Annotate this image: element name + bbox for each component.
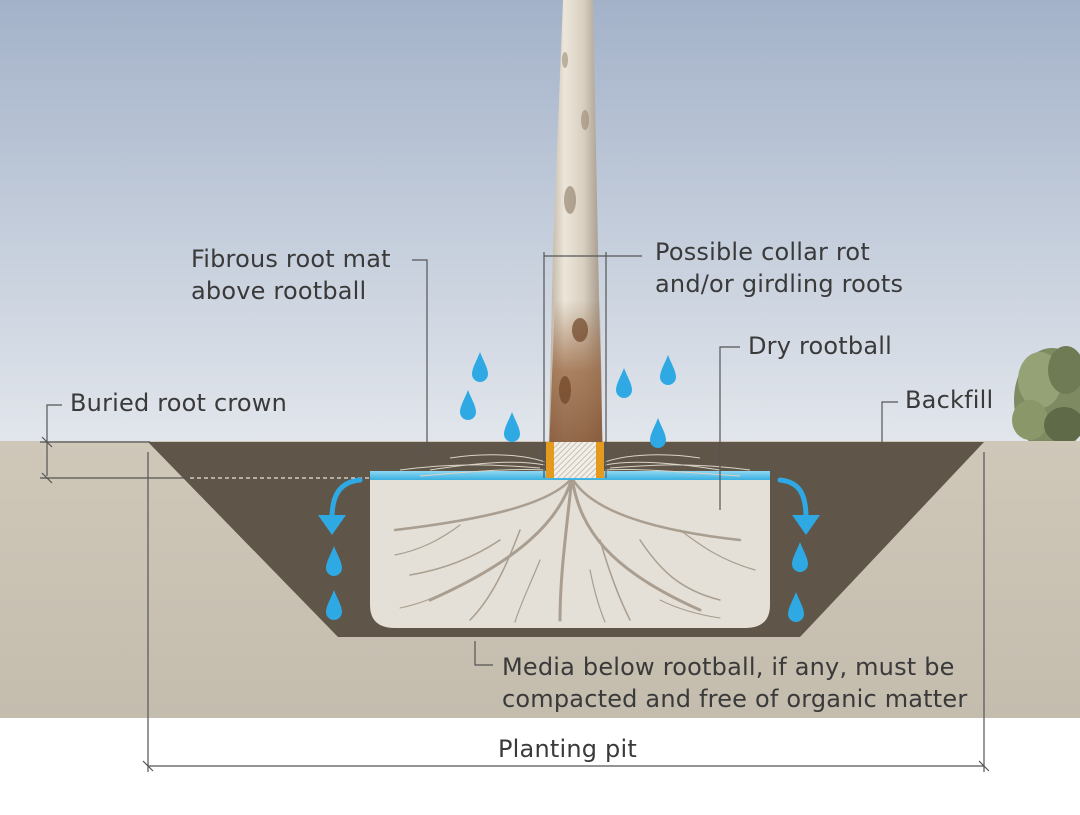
label-dry-rootball: Dry rootball <box>748 330 892 362</box>
label-collar-rot-line2: and/or girdling roots <box>655 270 904 298</box>
fibrous-root-mat <box>399 454 751 477</box>
water-drop-icon <box>504 412 520 442</box>
tree-trunk <box>548 0 603 478</box>
leader-lines <box>40 252 990 772</box>
water-drop-icon <box>792 542 808 572</box>
label-buried-root-crown: Buried root crown <box>70 387 287 419</box>
shrub <box>1012 346 1080 452</box>
label-planting-pit: Planting pit <box>498 733 637 765</box>
water-drops <box>326 352 808 622</box>
label-collar-rot-line1: Possible collar rot <box>655 238 870 266</box>
water-drop-icon <box>326 590 342 620</box>
label-fibrous-root-mat-line2: above rootball <box>191 277 367 305</box>
collar-marker <box>546 442 604 478</box>
label-backfill: Backfill <box>905 384 993 416</box>
label-fibrous-root-mat: Fibrous root mat above rootball <box>191 243 391 307</box>
flow-arrow-icon-right-head <box>792 515 820 535</box>
label-buried-root-crown-text: Buried root crown <box>70 389 288 417</box>
water-drop-icon <box>326 546 342 576</box>
water-drop-icon <box>460 390 476 420</box>
rootball <box>370 478 770 628</box>
label-fibrous-root-mat-line1: Fibrous root mat <box>191 245 391 273</box>
label-dry-rootball-text: Dry rootball <box>748 332 892 360</box>
flow-arrow-icon-left-head <box>318 515 346 535</box>
label-media-below-line2: compacted and free of organic matter <box>502 685 968 713</box>
label-collar-rot: Possible collar rot and/or girdling root… <box>655 236 903 300</box>
water-drop-icon <box>650 418 666 448</box>
sky <box>0 0 1080 442</box>
label-planting-pit-text: Planting pit <box>498 735 637 763</box>
flow-arrow-icon-right <box>777 477 809 521</box>
label-media-below-rootball: Media below rootball, if any, must be co… <box>502 651 967 715</box>
flow-arrow-icon-left <box>329 477 363 521</box>
water-drop-icon <box>472 352 488 382</box>
water-drop-icon <box>788 592 804 622</box>
label-backfill-text: Backfill <box>905 386 994 414</box>
roots <box>393 476 756 623</box>
water-drop-icon <box>660 355 676 385</box>
label-media-below-line1: Media below rootball, if any, must be <box>502 653 955 681</box>
water-drop-icon <box>616 368 632 398</box>
